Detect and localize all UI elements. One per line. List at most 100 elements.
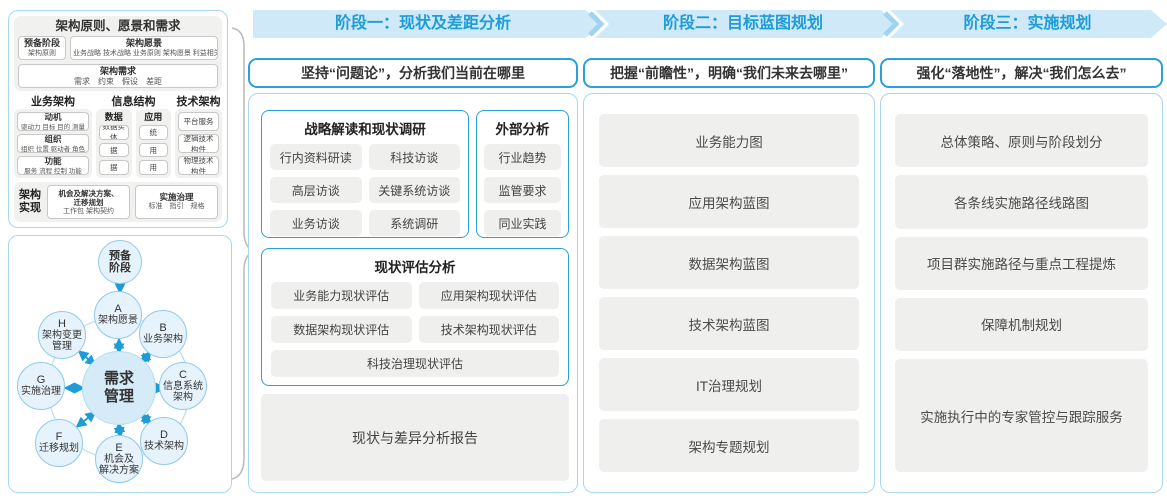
- research-item: 业务访谈: [270, 210, 362, 236]
- architecture-requirements-title: 架构需求: [99, 66, 136, 76]
- organization-sub: 组织 位置 驱动者 角色: [21, 145, 85, 153]
- data-entity-box: 数据实体: [99, 125, 129, 140]
- technology-architecture-title: 技术架构: [176, 96, 221, 108]
- function-box: 功能 服务 流程 控制 功能: [17, 156, 89, 175]
- implementation-governance-box: 实施治理 标准 指引 规格: [135, 185, 218, 219]
- phase2-content-panel: 业务能力图 应用架构蓝图 数据架构蓝图 技术架构蓝图 IT治理规划 架构专题规划: [583, 93, 875, 493]
- research-item: 关键系统访谈: [368, 177, 460, 203]
- architecture-requirements-sub: 需求 约束 假设 差距: [74, 77, 162, 86]
- assessment-item: 技术架构现状评估: [418, 316, 559, 343]
- phase2-subtitle-box: 把握“前瞻性”，明确“我们未来去哪里”: [583, 58, 875, 88]
- data-subcolumn: 数据 数据实体 逻辑数据 构件 物理数据 构件: [96, 109, 132, 178]
- external-item: 行业趋势: [484, 144, 561, 170]
- gap-analysis-report-box: 现状与差异分析报告: [261, 394, 569, 481]
- strategy-research-title: 战略解读和现状调研: [304, 122, 426, 137]
- principles-panel-title: 架构原则、愿景和需求: [55, 19, 181, 33]
- implementation-governance-sub: 标准 指引 规格: [148, 203, 205, 210]
- assessment-item: 业务能力现状评估: [271, 282, 412, 309]
- external-analysis-title: 外部分析: [495, 122, 550, 137]
- phase3-subtitle-box: 强化“落地性”，解决“我们怎么去”: [880, 58, 1163, 88]
- motivation-title: 动机: [44, 112, 62, 122]
- information-structure-title: 信息结构: [111, 96, 156, 108]
- logical-data-box: 逻辑数据 构件: [99, 142, 129, 158]
- motivation-sub: 驱动力 目标 目的 测量: [21, 123, 85, 131]
- arrow-center-e: [113, 421, 126, 439]
- deliverable-item: 应用架构蓝图: [599, 175, 859, 228]
- phase3-band-segment: [890, 10, 1167, 38]
- organization-title: 组织: [44, 134, 62, 144]
- logical-tech-box: 逻辑技术 构件: [178, 134, 219, 153]
- research-item: 科技访谈: [368, 144, 460, 170]
- deliverable-item: 各条线实施路径线路图: [895, 175, 1148, 229]
- node-f-letter: F: [55, 431, 63, 444]
- chevron-separator-icon: [588, 11, 605, 37]
- requirements-management-hub: 需求 管理: [82, 351, 156, 425]
- phase-header-band: 阶段一：现状及差距分析 阶段二：目标蓝图规划 阶段三：实施规划: [253, 10, 1167, 38]
- prep-phase-node: 预备 阶段: [98, 240, 142, 284]
- prep-phase-sub: 架构原则: [28, 50, 56, 57]
- deliverable-item: 项目群实施路径与重点工程提炼: [895, 236, 1148, 290]
- node-h-label: 架构变更 管理: [42, 329, 82, 352]
- architecture-vision-title: 架构愿景: [125, 38, 162, 48]
- data-subcolumn-title: 数据: [104, 112, 123, 122]
- research-item: 行内资料研读: [270, 144, 362, 170]
- deliverable-item: 实施执行中的专家管控与跟踪服务: [895, 359, 1148, 472]
- deliverable-item: 保障机制规划: [895, 297, 1148, 352]
- node-d-technology-architecture: D 技术架构: [140, 417, 188, 465]
- external-item: 监管要求: [484, 177, 561, 203]
- node-h-change-management: H 架构变更 管理: [38, 311, 86, 359]
- requirements-management-label: 需求 管理: [103, 370, 134, 405]
- opportunities-migration-title: 机会及解决方案、 迁移规划: [58, 188, 119, 207]
- principles-top-block: 架构原则、愿景和需求 预备阶段 架构原则 架构愿景 业务战略 技术战略 业务原则…: [14, 16, 222, 91]
- phase1-band-segment: [253, 10, 600, 38]
- application-subcolumn: 应用 信息系统 服务 逻辑应用 构件 物理应用 构件: [135, 109, 171, 178]
- architecture-requirements-box: 架构需求 需求 约束 假设 差距: [18, 64, 218, 88]
- architecture-vision-sub: 业务战略 技术战略 业务原则 架构愿景 利益相关者: [73, 50, 218, 57]
- physical-tech-box: 物理技术 构件: [178, 156, 219, 175]
- function-title: 功能: [44, 156, 62, 166]
- node-b-letter: B: [159, 322, 167, 335]
- node-h-letter: H: [58, 317, 66, 330]
- research-item: 高层访谈: [270, 177, 362, 203]
- deliverable-item: IT治理规划: [599, 358, 859, 411]
- deliverable-item: 技术架构蓝图: [599, 297, 859, 350]
- business-architecture-title: 业务架构: [31, 96, 75, 108]
- arrow-center-f: [75, 411, 97, 428]
- phase1-content-panel: 战略解读和现状调研 行内资料研读 科技访谈 高层访谈 关键系统访谈 业务访谈 系…: [248, 93, 578, 493]
- node-a-letter: A: [114, 303, 122, 316]
- platform-service-box: 平台服务: [178, 112, 219, 131]
- assessment-item: 数据架构现状评估: [271, 316, 412, 343]
- arrow-center-d: [139, 412, 153, 426]
- deliverable-item: 总体策略、原则与阶段划分: [895, 114, 1148, 168]
- principles-vision-requirements-panel: 架构原则、愿景和需求 预备阶段 架构原则 架构愿景 业务战略 技术战略 业务原则…: [8, 10, 228, 228]
- info-system-service-box: 信息系统 服务: [138, 125, 168, 140]
- phase1-title: 阶段一：现状及差距分析: [334, 15, 511, 32]
- application-subcolumn-title: 应用: [144, 112, 163, 122]
- research-item: 系统调研: [368, 210, 460, 236]
- business-architecture-column: 业务架构 动机 驱动力 目标 目的 测量 组织 组织 位置 驱动者 角色 功能 …: [14, 95, 92, 178]
- node-f-migration-planning: F 迁移规划: [35, 419, 83, 467]
- implementation-governance-title: 实施治理: [159, 192, 194, 202]
- information-structure-column: 信息结构 数据 数据实体 逻辑数据 构件 物理数据 构件 应用 信息系统 服务 …: [96, 95, 171, 178]
- phase-band-graphic: [253, 10, 1167, 38]
- prep-phase-title: 预备阶段: [23, 38, 60, 48]
- node-e-letter: E: [115, 441, 123, 454]
- phase3-title: 阶段三：实施规划: [963, 15, 1092, 32]
- deliverable-item: 架构专题规划: [599, 419, 859, 472]
- adm-cycle-panel: 预备 阶段 A 架构愿景 B 业务架构 C 信息系统 架构 D 技术架构 E 机…: [8, 235, 232, 493]
- node-c-information-systems: C 信息系统 架构: [159, 362, 207, 410]
- technology-architecture-column: 技术架构 平台服务 逻辑技术 构件 物理技术 构件: [175, 95, 222, 178]
- opportunities-migration-sub: 工作包 架构契约: [63, 207, 114, 215]
- assessment-item: 应用架构现状评估: [418, 282, 559, 309]
- architecture-realization-label: 架构 实现: [19, 189, 41, 214]
- node-e-opportunities-solutions: E 机会及 解决方案: [95, 435, 143, 483]
- node-d-label: 技术架构: [144, 441, 184, 453]
- strategy-research-group: 战略解读和现状调研 行内资料研读 科技访谈 高层访谈 关键系统访谈 业务访谈 系…: [261, 110, 469, 238]
- node-g-label: 实施治理: [21, 386, 61, 398]
- node-c-label: 信息系统 架构: [163, 380, 203, 403]
- current-state-assessment-group: 现状评估分析 业务能力现状评估 应用架构现状评估 数据架构现状评估 技术架构现状…: [261, 248, 569, 386]
- node-c-letter: C: [179, 368, 187, 381]
- function-sub: 服务 流程 控制 功能: [24, 167, 82, 175]
- node-g-letter: G: [36, 374, 46, 387]
